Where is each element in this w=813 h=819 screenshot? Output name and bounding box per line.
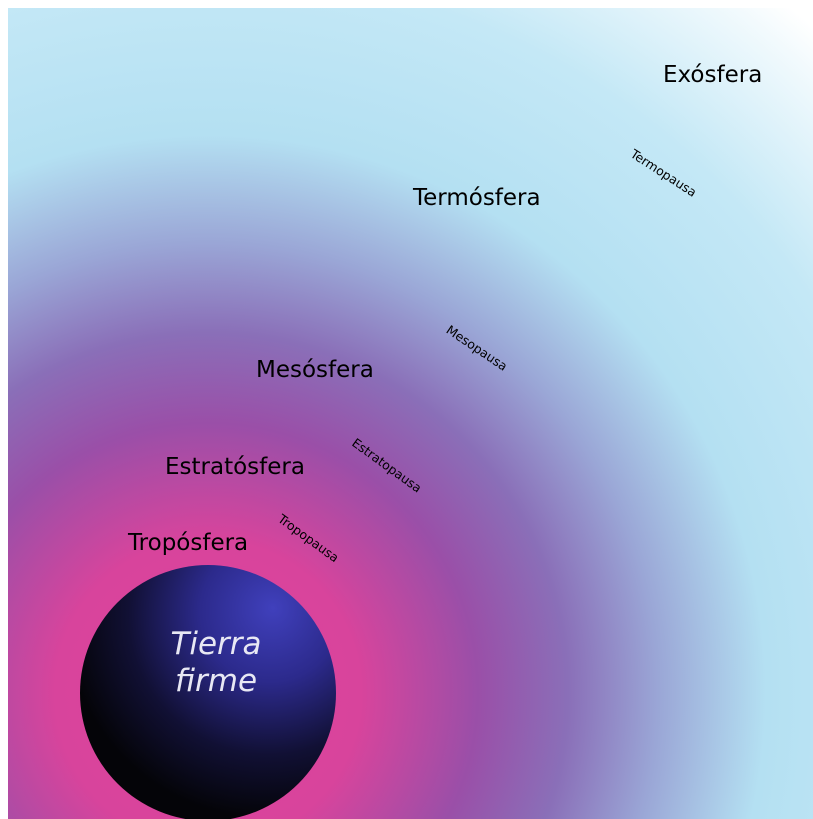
atmosphere-gradient	[8, 8, 813, 819]
earth-globe	[80, 565, 336, 819]
layer-label-termosfera: Termósfera	[413, 185, 541, 211]
earth-label-line2: firme	[174, 663, 258, 699]
layer-label-estratosfera: Estratósfera	[165, 454, 305, 480]
earth-label: Tierra firme	[136, 626, 296, 700]
layer-label-exosfera: Exósfera	[663, 62, 763, 88]
earth-label-line1: Tierra	[170, 626, 262, 662]
layer-label-mesosfera: Mesósfera	[256, 357, 374, 383]
atmosphere-diagram: Exósfera Termósfera Mesósfera Estratósfe…	[8, 8, 813, 819]
layer-label-troposfera: Tropósfera	[128, 530, 249, 556]
